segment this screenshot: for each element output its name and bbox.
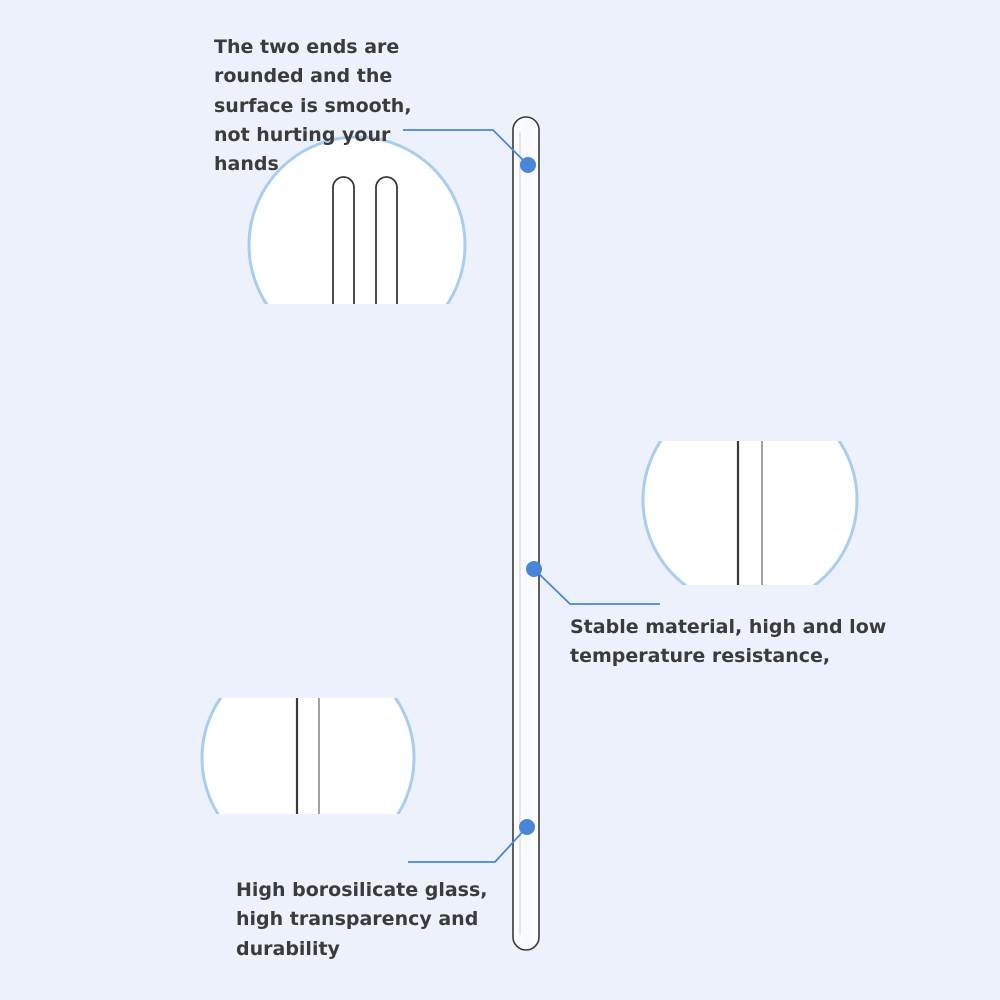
lens-glass-section-disc <box>200 698 416 814</box>
lens-rounded-ends <box>247 135 467 304</box>
callout-dot-ends <box>520 157 536 173</box>
lens-rod-middle <box>641 441 859 585</box>
leader-line-material <box>533 568 660 605</box>
glass-rod <box>512 116 540 951</box>
lens-rod-middle-disc <box>641 441 859 585</box>
leader-line-ends <box>403 129 529 166</box>
lens-glass-section <box>200 698 416 814</box>
lens-rod-end-right <box>375 176 398 304</box>
callout-text-material: Stable material, high and low temperatur… <box>570 616 887 668</box>
lens-rounded-ends-disc <box>247 135 467 304</box>
callout-text-rounded-ends: The two ends are rounded and the surface… <box>214 36 412 176</box>
lens-rod-end-left <box>332 176 355 304</box>
callout-dot-material <box>526 561 542 577</box>
callout-text-glass: High borosilicate glass, high transparen… <box>236 879 488 960</box>
callout-dot-glass <box>519 819 535 835</box>
leader-line-glass <box>408 826 528 863</box>
callout-leaders <box>403 129 660 863</box>
